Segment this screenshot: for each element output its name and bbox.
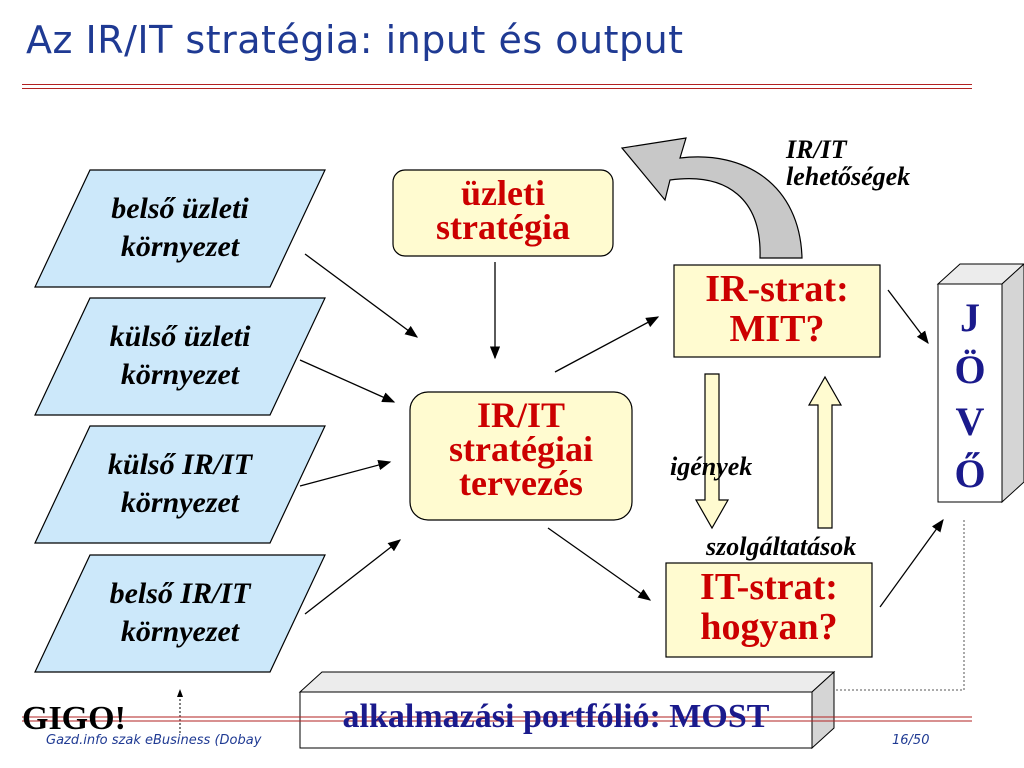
ir-strat-label: IR-strat:MIT? <box>705 268 849 350</box>
future-column-front <box>937 283 1003 503</box>
arrow-input1-planning <box>304 253 419 338</box>
slide-title: Az IR/IT stratégia: input és output <box>26 18 684 62</box>
it-strat-label: IT-strat:hogyan? <box>700 566 838 648</box>
gigo-label: GIGO! <box>22 700 126 737</box>
dotted-portfolio-future <box>836 520 965 691</box>
title-rule-top <box>22 84 972 85</box>
portfolio-label: alkalmazási portfólió: MOST <box>342 698 770 735</box>
footer-course: Gazd.info szak eBusiness (Dobay <box>46 733 262 748</box>
curved-feedback-arrow <box>620 137 803 259</box>
arrow-ir-future <box>887 289 929 345</box>
planning-box <box>409 391 633 521</box>
needs-block-arrow <box>694 373 730 530</box>
services-label: szolgáltatások <box>706 532 857 561</box>
arrow-input2-planning <box>299 359 396 403</box>
input-shape-4 <box>34 554 326 673</box>
arrow-input4-planning <box>304 539 402 615</box>
business-strategy-box <box>392 169 614 257</box>
arrow-planning-it <box>547 527 652 601</box>
input-shape-3 <box>34 425 326 544</box>
portfolio-top <box>298 671 836 693</box>
it-strat-box <box>665 562 873 658</box>
arrow-input3-planning <box>299 459 392 487</box>
services-block-arrow <box>807 375 843 529</box>
portfolio-front <box>299 691 813 749</box>
input-shape-1 <box>34 169 326 288</box>
arrow-it-future <box>879 518 944 608</box>
page-number: 16/50 <box>892 733 930 748</box>
input-shape-2 <box>34 297 326 416</box>
future-column-side <box>1001 263 1024 504</box>
title-rule-bottom <box>22 88 972 89</box>
ir-strat-box <box>673 264 881 358</box>
needs-label: igények <box>670 452 753 481</box>
arrow-planning-ir <box>554 316 660 373</box>
